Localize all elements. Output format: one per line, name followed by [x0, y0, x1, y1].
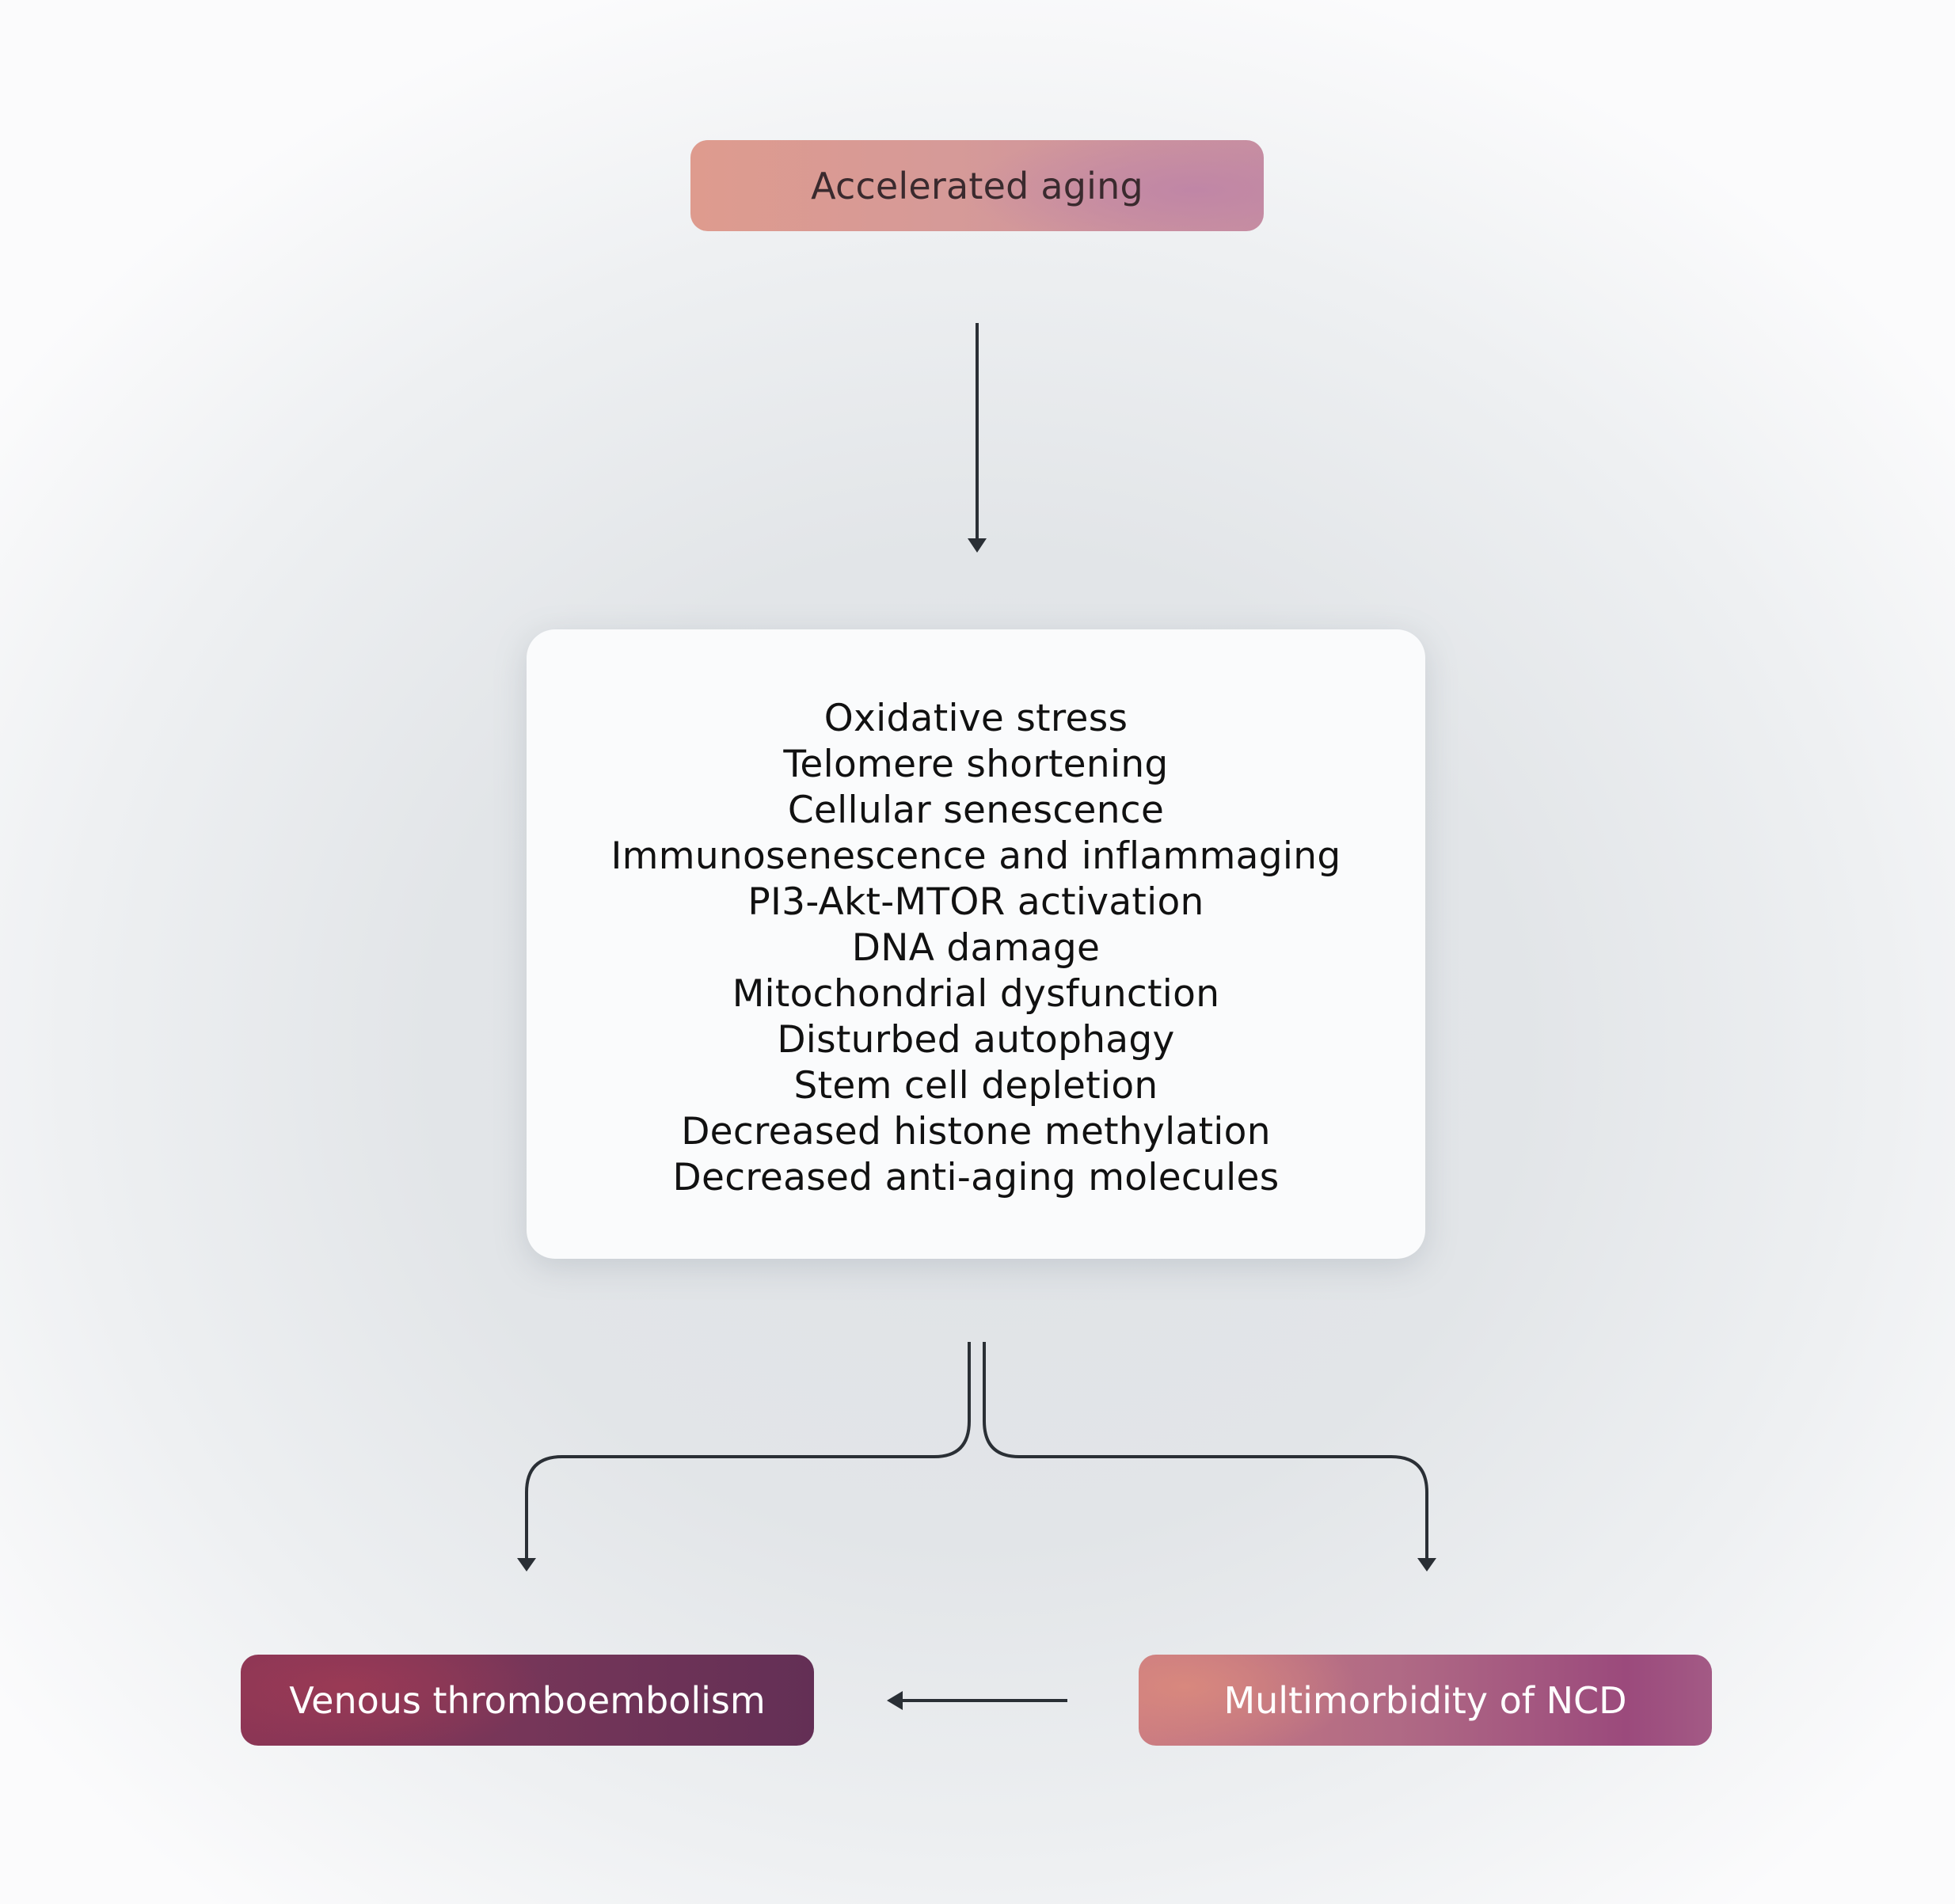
- mechanism-item: PI3-Akt-MTOR activation: [747, 880, 1204, 924]
- node-accelerated-aging: Accelerated aging: [690, 140, 1264, 231]
- mechanism-item: Oxidative stress: [823, 696, 1128, 740]
- mechanism-item: Stem cell depletion: [793, 1063, 1158, 1108]
- mechanism-item: Decreased anti-aging molecules: [672, 1155, 1280, 1199]
- arrow-mechanisms-to-vte: [525, 1342, 971, 1560]
- node-venous-thromboembolism: Venous thromboembolism: [241, 1655, 814, 1746]
- node-multimorbidity-ncd: Multimorbidity of NCD: [1139, 1655, 1712, 1746]
- mechanism-item: Disturbed autophagy: [777, 1017, 1175, 1062]
- mechanism-item: DNA damage: [851, 925, 1101, 970]
- arrow-mechanisms-to-ncd: [983, 1342, 1428, 1560]
- mechanisms-box: Oxidative stress Telomere shortening Cel…: [527, 629, 1425, 1259]
- arrowhead-down-icon: [968, 538, 987, 553]
- mechanism-item: Mitochondrial dysfunction: [732, 971, 1220, 1016]
- arrowhead-down-icon: [517, 1558, 536, 1571]
- mechanism-item: Immunosenescence and inflammaging: [610, 834, 1341, 878]
- node-label: Accelerated aging: [811, 164, 1143, 207]
- node-label: Multimorbidity of NCD: [1223, 1678, 1627, 1722]
- mechanism-item: Decreased histone methylation: [681, 1109, 1271, 1153]
- arrowhead-left-icon: [887, 1691, 903, 1710]
- mechanism-item: Cellular senescence: [787, 788, 1165, 832]
- arrowhead-down-icon: [1417, 1558, 1436, 1571]
- mechanism-item: Telomere shortening: [783, 742, 1169, 786]
- node-label: Venous thromboembolism: [289, 1678, 766, 1722]
